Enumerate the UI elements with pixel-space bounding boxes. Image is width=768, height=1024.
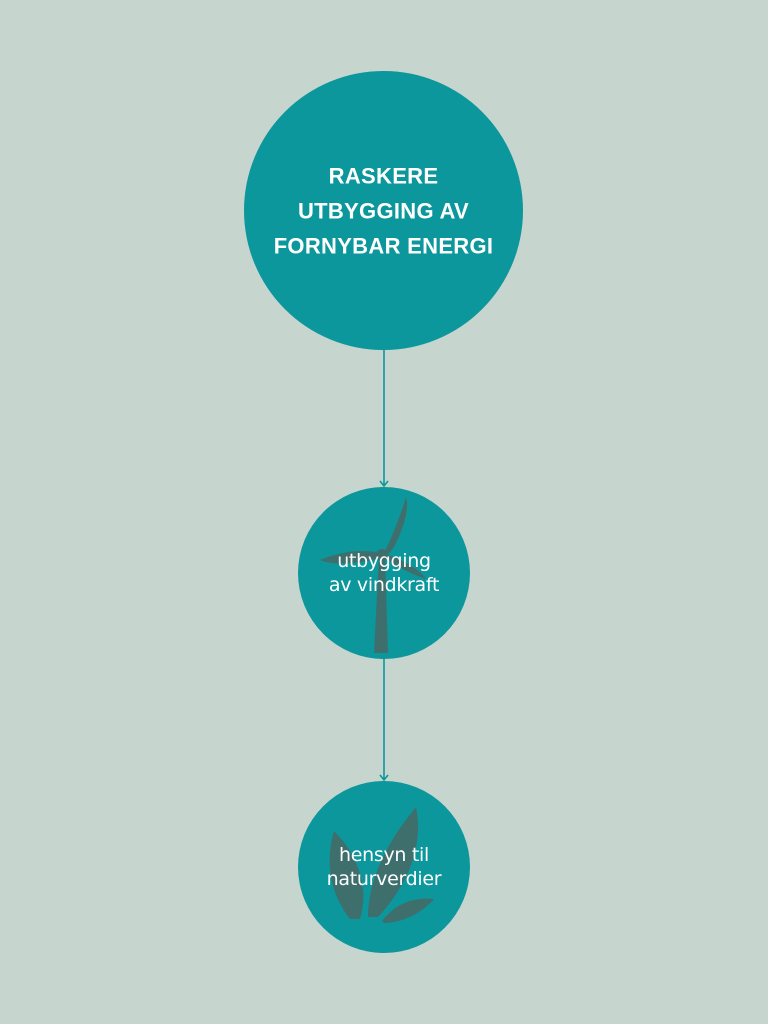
node-wind-label: utbygging av vindkraft <box>328 550 440 596</box>
wind-turbine-icon <box>320 497 426 653</box>
leaves-icon <box>329 807 434 923</box>
edge-main-to-wind <box>379 350 389 488</box>
edge-wind-to-nature <box>379 659 389 782</box>
node-renewable-energy: RASKERE UTBYGGING AV FORNYBAR ENERGI <box>244 71 523 350</box>
node-nature-label: hensyn til naturverdier <box>326 844 442 890</box>
node-nature-values: hensyn til naturverdier <box>298 781 470 953</box>
arrowhead-icon <box>379 480 389 488</box>
arrowhead-icon <box>379 774 389 782</box>
node-wind-power: utbygging av vindkraft <box>298 487 470 659</box>
node-main-label: RASKERE UTBYGGING AV FORNYBAR ENERGI <box>273 163 494 258</box>
